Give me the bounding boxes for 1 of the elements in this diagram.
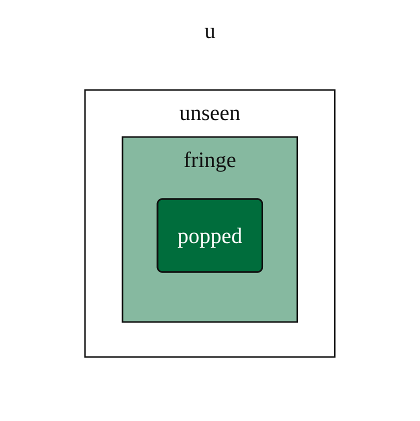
region-label: u <box>204 18 216 44</box>
